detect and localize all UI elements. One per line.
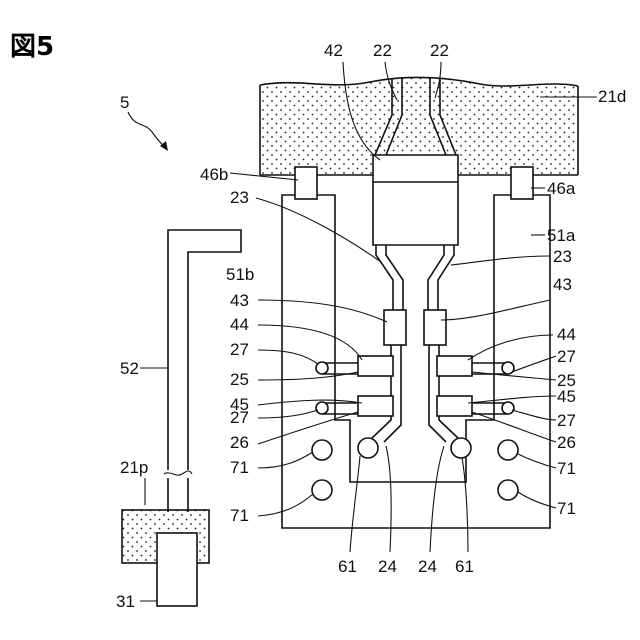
label-27-2: 27 [230, 408, 249, 427]
label-31: 31 [116, 592, 135, 611]
label-27-3: 27 [557, 347, 576, 366]
label-23-lower: 23 [553, 247, 572, 266]
label-61-left: 61 [338, 557, 357, 576]
component-44-right [437, 356, 472, 376]
tubes-23 [376, 245, 454, 312]
arrow-5-head [160, 141, 168, 151]
label-24-left: 24 [378, 557, 397, 576]
label-23-upper: 23 [230, 188, 249, 207]
wires-25-26 [322, 363, 508, 414]
label-22-right: 22 [430, 41, 449, 60]
pin-46b [295, 167, 317, 199]
label-44-left: 44 [230, 315, 249, 334]
label-45-right: 45 [557, 387, 576, 406]
label-71-1: 71 [230, 458, 249, 477]
hole-71-2 [312, 480, 332, 500]
label-26-right: 26 [557, 433, 576, 452]
part-31 [157, 533, 197, 606]
component-45-left [358, 396, 393, 416]
label-51a: 51a [547, 226, 576, 245]
label-27-1: 27 [230, 340, 249, 359]
component-44-left [358, 356, 393, 376]
label-46a: 46a [547, 179, 576, 198]
arrow-5 [128, 112, 166, 148]
block-43-left [384, 310, 406, 345]
label-43-left: 43 [230, 291, 249, 310]
port-61-right [451, 438, 471, 458]
label-46b: 46b [200, 165, 228, 184]
label-22-left: 22 [373, 41, 392, 60]
connector-27-2 [316, 402, 328, 414]
label-52: 52 [120, 359, 139, 378]
label-24-right: 24 [418, 557, 437, 576]
label-27-4: 27 [557, 411, 576, 430]
label-43-right: 43 [553, 275, 572, 294]
pin-46a [511, 167, 533, 199]
label-21p: 21p [120, 458, 148, 477]
hole-71-3 [498, 440, 518, 460]
label-26-left: 26 [230, 433, 249, 452]
label-21d: 21d [598, 87, 626, 106]
connector-27-4 [502, 402, 514, 414]
hole-71-4 [498, 480, 518, 500]
figure-title: 図5 [10, 32, 54, 62]
component-45-right [437, 396, 472, 416]
label-71-4: 71 [557, 499, 576, 518]
block-43-right [424, 310, 446, 345]
label-71-2: 71 [230, 506, 249, 525]
housing-42 [373, 155, 458, 245]
label-61-right: 61 [455, 557, 474, 576]
hole-71-1 [312, 440, 332, 460]
port-61-left [358, 438, 378, 458]
label-71-3: 71 [557, 459, 576, 478]
label-51b: 51b [226, 265, 254, 284]
label-5: 5 [120, 93, 129, 112]
label-44-right: 44 [557, 325, 576, 344]
label-25-left: 25 [230, 370, 249, 389]
label-42: 42 [324, 41, 343, 60]
